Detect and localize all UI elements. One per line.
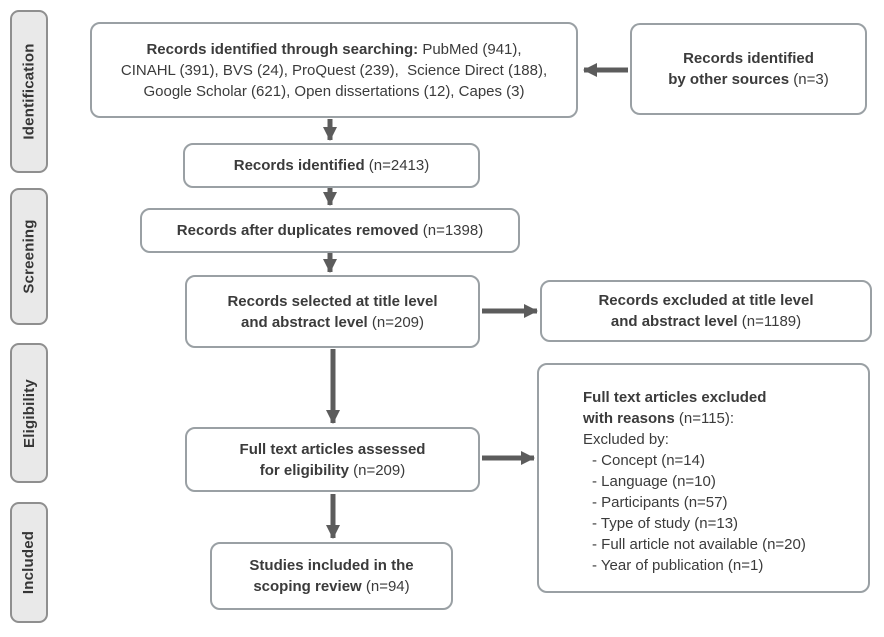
stage-included: Included: [10, 502, 48, 623]
box-line: with reasons (n=115):: [583, 410, 735, 427]
stage-eligibility: Eligibility: [10, 343, 48, 483]
box-line: Records selected at title level: [227, 292, 438, 310]
box-other-sources: Records identified by other sources (n=3…: [630, 23, 867, 115]
box-line: Records identified (n=2413): [233, 157, 430, 174]
box-line: Records identified: [683, 50, 814, 67]
stage-label: Screening: [20, 219, 38, 294]
box-line: Google Scholar (621), Open dissertations…: [143, 82, 525, 100]
box-line: Full text articles excluded: [583, 389, 767, 406]
box-line: CINAHL (391), BVS (24), ProQuest (239), …: [120, 61, 548, 79]
box-line: - Year of publication (n=1): [592, 557, 764, 574]
box-line: scoping review (n=94): [253, 578, 410, 595]
box-line: by other sources (n=3): [668, 71, 829, 88]
box-studies-included: Studies included in the scoping review (…: [210, 542, 453, 610]
box-fulltext-excluded: Full text articles excluded with reasons…: [537, 363, 870, 593]
box-line: and abstract level (n=1189): [610, 313, 802, 330]
box-duplicates-removed: Records after duplicates removed (n=1398…: [140, 208, 520, 253]
stage-label: Included: [20, 530, 38, 595]
stage-identification: Identification: [10, 10, 48, 173]
box-line: for eligibility (n=209): [259, 461, 406, 479]
box-excluded-title-abstract: Records excluded at title level and abst…: [540, 280, 872, 342]
box-line: - Language (n=10): [592, 473, 716, 490]
box-line: - Type of study (n=13): [592, 515, 739, 532]
box-line: - Concept (n=14): [592, 452, 705, 469]
box-line: and abstract level (n=209): [240, 313, 425, 331]
box-line: Full text articles assessed: [239, 440, 426, 458]
box-line: Studies included in the: [249, 557, 414, 574]
stage-screening: Screening: [10, 188, 48, 325]
box-records-search: Records identified through searching: Pu…: [90, 22, 578, 118]
stage-label: Identification: [20, 43, 38, 140]
box-line: - Participants (n=57): [592, 494, 728, 511]
box-line: Records after duplicates removed (n=1398…: [176, 222, 484, 239]
box-line: Records excluded at title level: [598, 292, 814, 309]
stage-label: Eligibility: [20, 378, 38, 448]
box-line: Records identified through searching: Pu…: [146, 40, 522, 58]
box-fulltext-assessed: Full text articles assessed for eligibil…: [185, 427, 480, 492]
box-selected-title-abstract: Records selected at title level and abst…: [185, 275, 480, 348]
box-line: Excluded by:: [583, 431, 669, 448]
box-line: - Full article not available (n=20): [592, 536, 806, 553]
box-records-identified: Records identified (n=2413): [183, 143, 480, 188]
